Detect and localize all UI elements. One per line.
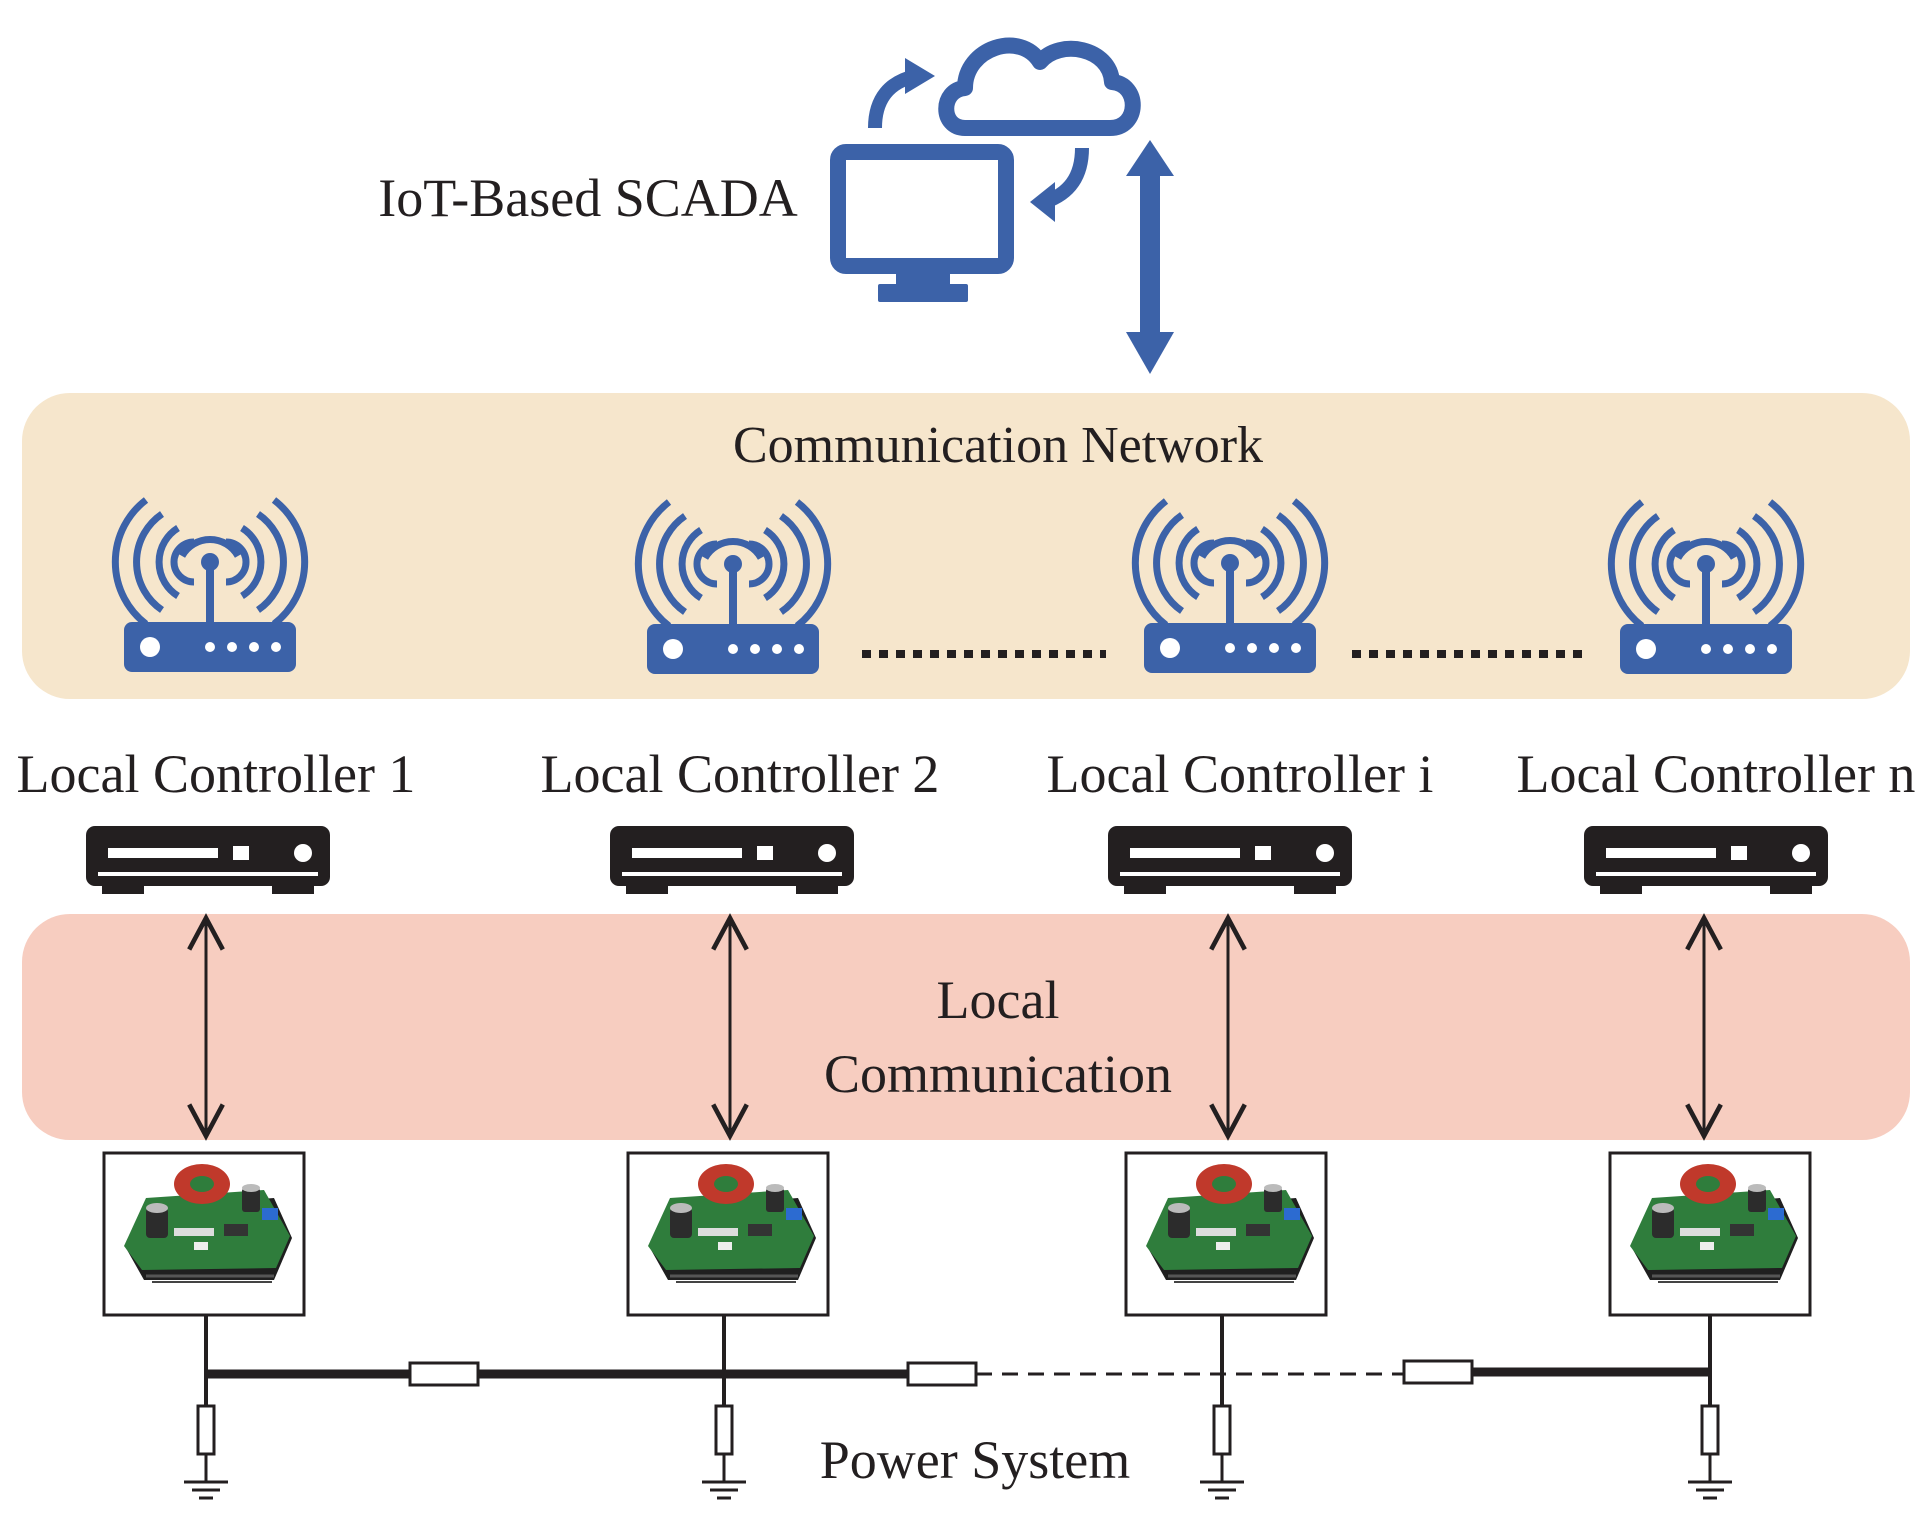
ground-resistor-2 xyxy=(700,1404,748,1500)
local-communication-label-line2: Communication xyxy=(824,1044,1172,1104)
power-system-label: Power System xyxy=(820,1430,1131,1490)
power-system-circuit xyxy=(204,1315,1712,1406)
scada-label: IoT-Based SCADA xyxy=(378,168,798,228)
controller-device-icon-n xyxy=(1584,826,1828,894)
scada-monitor-cloud-icon xyxy=(830,37,1141,302)
controller-device-icon-i xyxy=(1108,826,1352,894)
communication-network-label: Communication Network xyxy=(733,417,1263,474)
converter-board-image-i xyxy=(1124,1151,1328,1317)
controller-label-n: Local Controller n xyxy=(1517,744,1916,804)
scada-network-double-arrow xyxy=(1126,140,1174,374)
controller-label-1: Local Controller 1 xyxy=(17,744,416,804)
controller-label-i: Local Controller i xyxy=(1047,744,1434,804)
controller-device-icon-2 xyxy=(610,826,854,894)
controller-label-2: Local Controller 2 xyxy=(541,744,940,804)
communication-network-band xyxy=(22,393,1910,699)
local-communication-label-line1: Local xyxy=(937,970,1060,1030)
converter-board-image-1 xyxy=(102,1151,306,1317)
ground-resistor-n xyxy=(1686,1404,1734,1500)
local-communication-band xyxy=(22,914,1910,1140)
converter-board-image-n xyxy=(1608,1151,1812,1317)
ground-resistor-i xyxy=(1198,1404,1246,1500)
converter-board-image-2 xyxy=(626,1151,830,1317)
ground-resistor-1 xyxy=(182,1404,230,1500)
controller-device-icon-1 xyxy=(86,826,330,894)
